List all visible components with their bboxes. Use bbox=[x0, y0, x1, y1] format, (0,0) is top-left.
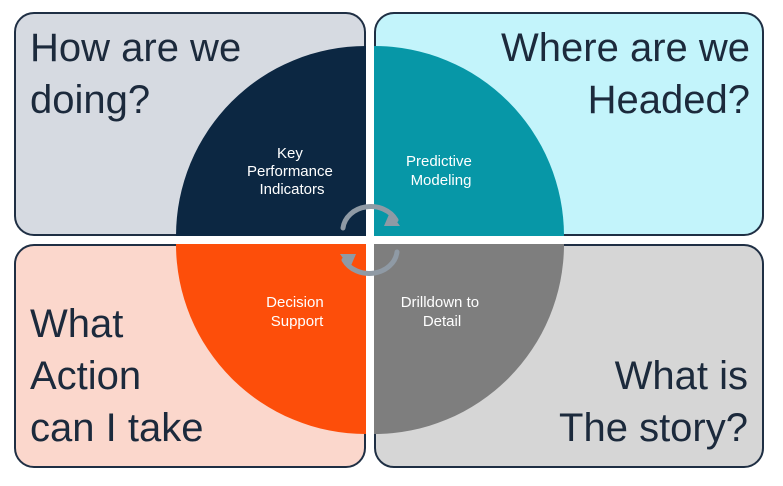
question-where-are-we-headed: Where are we Headed? bbox=[501, 26, 750, 122]
segment-kpi bbox=[176, 46, 366, 236]
question-how-are-we-doing: How are we doing? bbox=[30, 26, 242, 122]
label-decision: Decision Support bbox=[266, 294, 328, 330]
question-what-action-can-i-take: What Action can I take bbox=[30, 302, 204, 450]
label-kpi: Key Performance Indicators bbox=[247, 145, 337, 198]
label-drilldown: Drilldown to Detail bbox=[401, 294, 484, 330]
cycle-arrows-icon bbox=[340, 204, 400, 276]
label-predictive: Predictive Modeling bbox=[406, 153, 476, 189]
segment-drilldown bbox=[374, 244, 564, 434]
segment-decision bbox=[176, 244, 366, 434]
question-what-is-the-story: What is The story? bbox=[559, 354, 748, 450]
segment-predictive bbox=[374, 46, 564, 236]
